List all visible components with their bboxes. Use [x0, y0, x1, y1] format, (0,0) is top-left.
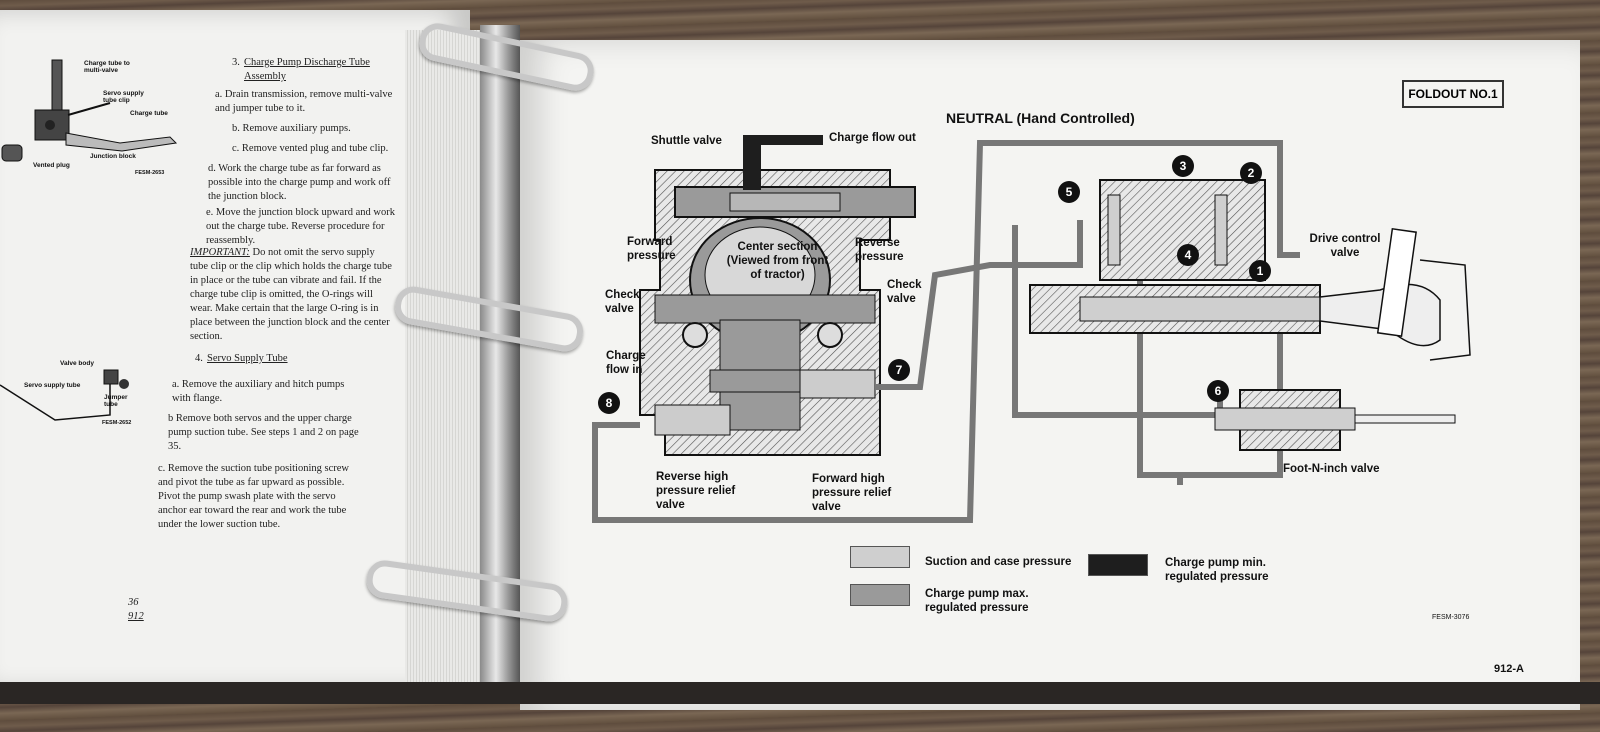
label-junction-block: Junction block: [90, 153, 136, 160]
label-jumper-tube: Jumper tube: [104, 394, 128, 408]
label-check-valve-right: Check valve: [887, 279, 922, 305]
label-drive-control-valve: Drive control valve: [1309, 233, 1381, 259]
step4-a: a. Remove the auxiliary and hitch pumps …: [172, 379, 345, 404]
legend-label-max: Charge pump max. regulated pressure: [925, 588, 1029, 614]
section3-number: 3.: [232, 57, 240, 68]
step4-b: b Remove both servos and the upper charg…: [168, 413, 359, 452]
label-valve-body: Valve body: [60, 360, 94, 367]
label-charge-flow-in: Charge flow in: [606, 350, 646, 376]
label-charge-tube-to-multivalve: Charge tube to multi-valve: [84, 60, 130, 74]
legend-swatch-suction: [850, 546, 910, 568]
diagram-title: NEUTRAL (Hand Controlled): [946, 110, 1135, 126]
page-number: 36: [128, 597, 139, 608]
label-reverse-pressure: Reverse pressure: [855, 237, 904, 263]
figure-code: FESM-3076: [1432, 614, 1470, 621]
badge-6: 6: [1207, 380, 1229, 402]
label-center-section: Center section (Viewed from front of tra…: [726, 241, 829, 281]
model-number: 912: [128, 611, 144, 622]
label-shuttle-valve: Shuttle valve: [651, 135, 722, 147]
legend-label-suction: Suction and case pressure: [925, 556, 1072, 568]
label-servo-supply-tube-clip: Servo supply tube clip: [103, 90, 144, 104]
label-charge-flow-out: Charge flow out: [829, 132, 916, 144]
legend-swatch-min: [1088, 554, 1148, 576]
binder-cover-edge: [0, 682, 1600, 704]
badge-3: 3: [1172, 155, 1194, 177]
important-label: IMPORTANT:: [190, 247, 250, 258]
label-charge-tube: Charge tube: [130, 110, 168, 117]
badge-5: 5: [1058, 181, 1080, 203]
binder: [0, 10, 1600, 730]
label-forward-relief-valve: Forward high pressure relief valve: [812, 473, 892, 513]
section4-title: Servo Supply Tube: [207, 353, 288, 364]
important-text: Do not omit the servo supply tube clip o…: [190, 247, 392, 342]
left-page: [0, 10, 470, 690]
badge-4: 4: [1177, 244, 1199, 266]
servo-supply-tube-figure: [0, 369, 129, 421]
step3-e: e. Move the junction block upward and wo…: [206, 207, 395, 246]
label-servo-supply-tube: Servo supply tube: [24, 382, 81, 389]
step3-b: b. Remove auxiliary pumps.: [232, 123, 351, 134]
badge-2: 2: [1240, 162, 1262, 184]
legend-label-min: Charge pump min. regulated pressure: [1165, 557, 1269, 583]
label-vented-plug: Vented plug: [33, 162, 70, 169]
badge-1: 1: [1249, 260, 1271, 282]
label-forward-pressure: Forward pressure: [627, 236, 676, 262]
hydraulic-schematic: [592, 135, 1471, 523]
important-note: IMPORTANT: Do not omit the servo supply …: [190, 246, 395, 344]
fig1-code: FESM-2653: [135, 170, 165, 176]
step3-a: a. Drain transmission, remove multi-valv…: [215, 89, 393, 114]
badge-7: 7: [888, 359, 910, 381]
label-check-valve-left: Check valve: [605, 289, 640, 315]
label-reverse-relief-valve: Reverse high pressure relief valve: [656, 471, 736, 511]
badge-8: 8: [598, 392, 620, 414]
binder-spine: [480, 25, 520, 695]
label-foot-n-inch-valve: Foot-N-inch valve: [1283, 463, 1380, 475]
step3-d: d. Work the charge tube as far forward a…: [208, 163, 391, 202]
section4-number: 4.: [195, 353, 203, 364]
step4-c: c. Remove the suction tube positioning s…: [158, 463, 350, 530]
section3-title: Charge Pump Discharge Tube Assembly: [244, 57, 370, 82]
page-id: 912-A: [1494, 663, 1524, 675]
step3-c: c. Remove vented plug and tube clip.: [232, 143, 389, 154]
charge-tube-figure: [1, 59, 178, 162]
legend-swatch-max: [850, 584, 910, 606]
fig2-code: FESM-2652: [102, 420, 132, 426]
foldout-label: FOLDOUT NO.1: [1402, 80, 1504, 108]
